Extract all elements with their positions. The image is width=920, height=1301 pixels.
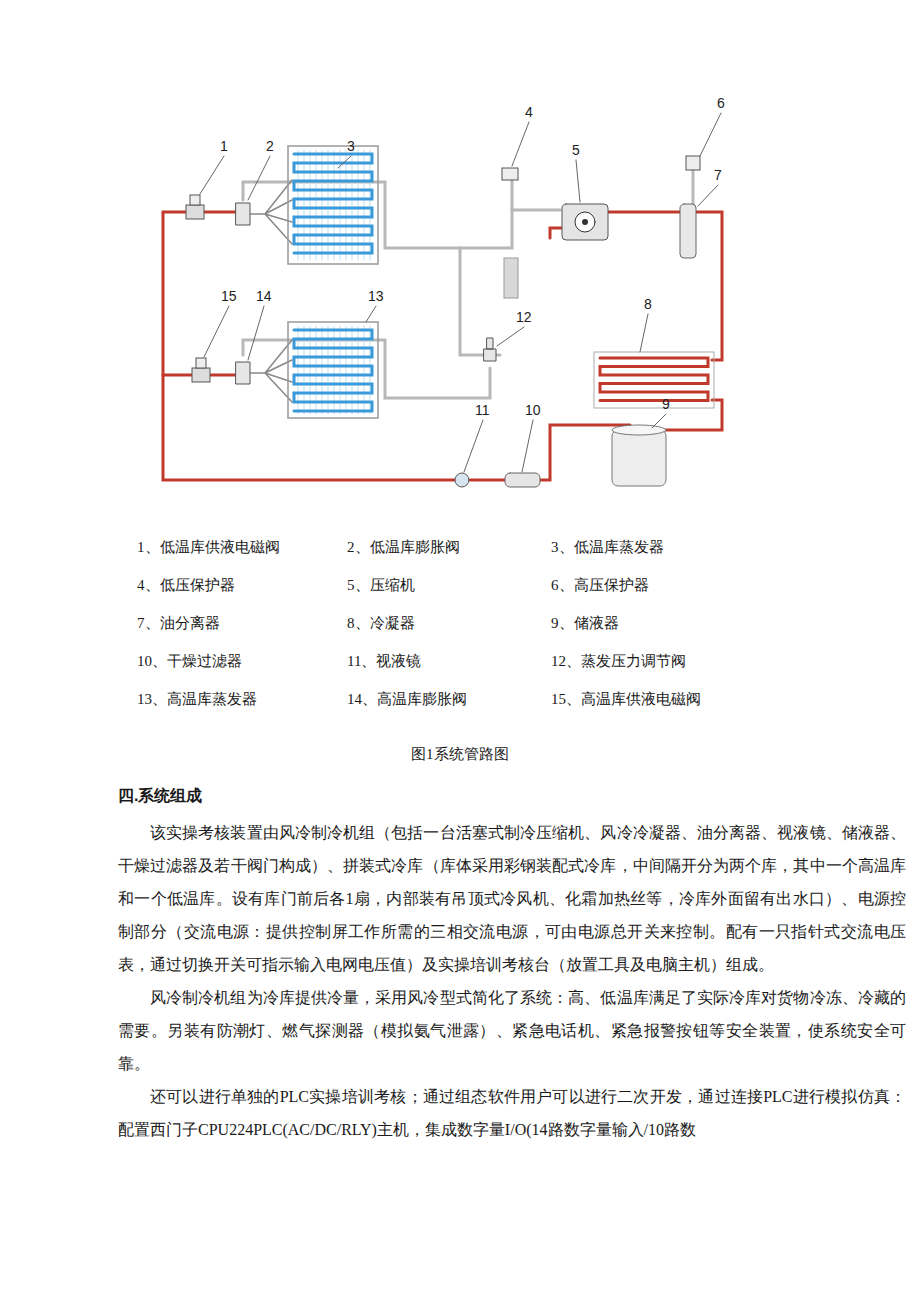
legend-item: 4、低压保护器 [137, 576, 235, 595]
coil [294, 330, 372, 411]
dryer-filter [505, 473, 540, 487]
paragraph: 风冷制冷机组为冷库提供冷量，采用风冷型式简化了系统：高、低温库满足了实际冷库对货… [118, 981, 906, 1080]
compressor-hub [582, 219, 588, 225]
figure-caption: 图1系统管路图 [411, 745, 509, 764]
legend-item: 11、视液镜 [347, 652, 421, 671]
callout-number: 12 [516, 309, 532, 325]
condenser-frame [594, 352, 714, 408]
callout-number: 1 [220, 138, 228, 154]
leader-line [200, 113, 721, 472]
legend-item: 12、蒸发压力调节阀 [551, 652, 686, 671]
callout-number: 8 [644, 296, 652, 312]
callout-number: 2 [266, 138, 274, 154]
pressure-regulator [484, 338, 496, 361]
pressure-switch [502, 168, 518, 180]
solenoid-valve [192, 368, 210, 382]
solenoid-coil [196, 358, 206, 368]
legend-item: 8、冷凝器 [347, 614, 415, 633]
tube [504, 258, 518, 298]
callout-number: 9 [662, 396, 670, 412]
callout-number: 4 [525, 104, 533, 120]
legend-item: 9、储液器 [551, 614, 619, 633]
section-heading: 四.系统组成 [118, 786, 202, 807]
paragraph: 还可以进行单独的PLC实操培训考核；通过组态软件用户可以进行二次开发，通过连接P… [118, 1080, 906, 1146]
pressure-switch [686, 156, 700, 170]
callout-number: 14 [256, 288, 272, 304]
coil [600, 358, 708, 401]
oil-separator [680, 204, 696, 258]
coil [294, 154, 372, 253]
solenoid-coil [190, 195, 200, 205]
compressor-fan [575, 212, 595, 232]
legend-item: 7、油分离器 [137, 614, 220, 633]
legend-item: 15、高温库供液电磁阀 [551, 690, 701, 709]
callout-number: 15 [221, 288, 237, 304]
legend-item: 14、高温库膨胀阀 [347, 690, 467, 709]
legend-item: 13、高温库蒸发器 [137, 690, 257, 709]
solenoid-valve [186, 205, 204, 219]
legend-item: 2、低温库膨胀阀 [347, 538, 460, 557]
body-text: 该实操考核装置由风冷制冷机组（包括一台活塞式制冷压缩机、风冷冷凝器、油分离器、视… [118, 816, 906, 1146]
callout-number: 6 [717, 95, 725, 111]
callout-number: 10 [525, 402, 541, 418]
legend-item: 10、干燥过滤器 [137, 652, 242, 671]
receiver [612, 430, 666, 486]
legend-item: 6、高压保护器 [551, 576, 649, 595]
compressor [562, 204, 608, 240]
callout-number: 5 [572, 142, 580, 158]
paragraph: 该实操考核装置由风冷制冷机组（包括一台活塞式制冷压缩机、风冷冷凝器、油分离器、视… [118, 816, 906, 981]
sight-glass [455, 473, 469, 487]
receiver-top [612, 425, 666, 435]
distributor [250, 180, 292, 402]
expansion-valve [236, 203, 250, 225]
legend-item: 5、压缩机 [347, 576, 415, 595]
legend-item: 1、低温库供液电磁阀 [137, 538, 280, 557]
callout-number: 11 [475, 402, 490, 418]
expansion-valve [236, 362, 250, 384]
callout-number: 7 [714, 167, 722, 183]
callout-number: 13 [368, 288, 384, 304]
callout-number: 3 [347, 138, 355, 154]
legend-item: 3、低温库蒸发器 [551, 538, 664, 557]
